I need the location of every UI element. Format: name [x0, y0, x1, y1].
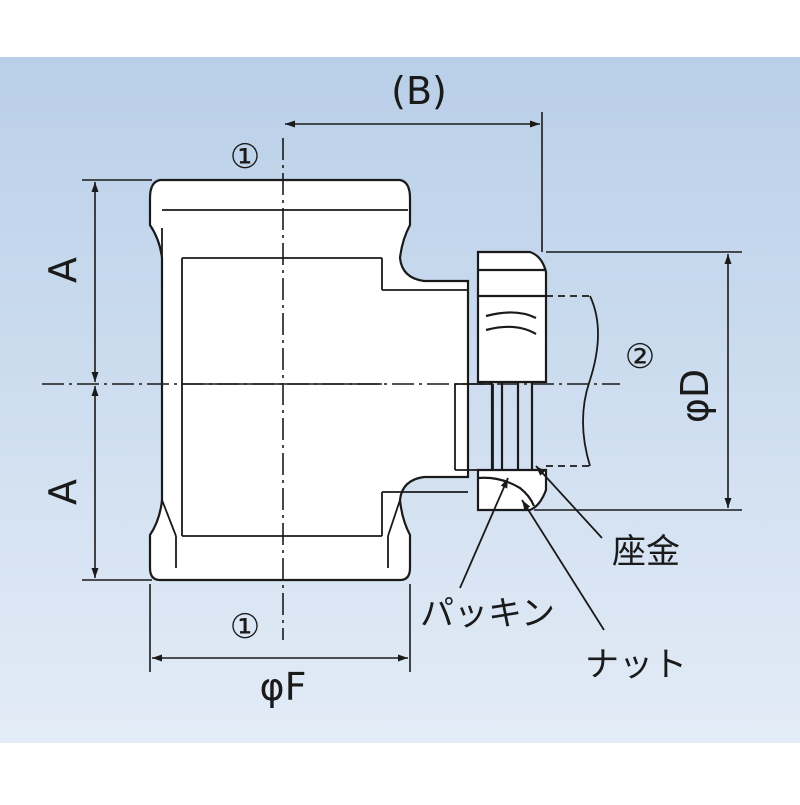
leader-lines [459, 465, 605, 631]
dimension-a-top-label: A [41, 257, 85, 283]
center-lines [42, 138, 620, 640]
body-detail-lines [161, 209, 494, 568]
packing-label: パッキン [420, 594, 555, 634]
nut-component [476, 250, 548, 512]
dimension-b-label: (B) [391, 69, 447, 113]
seat-washer-label: 座金 [612, 532, 680, 572]
nut-label: ナット [585, 645, 687, 685]
dimension-phi-f-label: φF [260, 665, 307, 709]
dimension-phi-d-label: φD [673, 369, 717, 423]
port-2-label: ② [625, 337, 655, 377]
dimension-lines [82, 112, 742, 672]
tee-body [148, 178, 470, 582]
connected-pipe-dashed [546, 295, 599, 467]
port-1-top-label: ① [230, 137, 260, 177]
dimension-a-bottom-label: A [41, 479, 85, 505]
port-1-bottom-label: ① [230, 607, 260, 647]
